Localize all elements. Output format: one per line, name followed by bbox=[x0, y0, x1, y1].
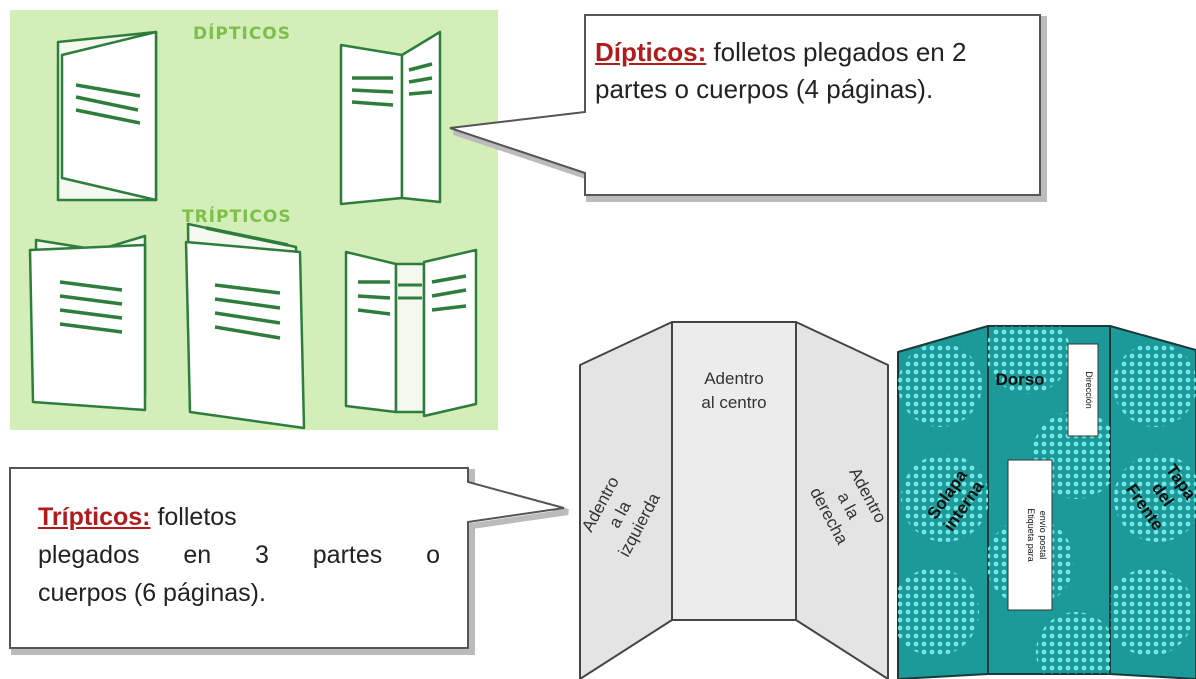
tripticos-line-3: cuerpos (6 páginas). bbox=[38, 579, 266, 607]
tripticos-heading: TRÍPTICOS bbox=[182, 207, 292, 227]
tripticos-description: Trípticos: folletos plegados en 3 partes… bbox=[38, 498, 440, 612]
tripticos-term: Trípticos: bbox=[38, 503, 151, 531]
postal-label-line-1: Etiqueta para bbox=[1026, 508, 1036, 562]
diptico-icon-left bbox=[56, 30, 158, 202]
diptico-icon-right bbox=[339, 30, 442, 206]
outside-center-label: Dorso bbox=[995, 370, 1044, 389]
tripticos-line-1: Trípticos: folletos bbox=[38, 498, 440, 536]
inside-center-label: Adentro al centro bbox=[701, 369, 766, 412]
inside-center-panel bbox=[671, 321, 797, 621]
postal-label-box: Etiqueta para envío postal bbox=[1007, 459, 1053, 611]
dipticos-heading: DÍPTICOS bbox=[193, 24, 291, 44]
triptico-icon-right bbox=[344, 248, 478, 418]
triptico-icon-center bbox=[184, 222, 306, 430]
inside-center-line-1: Adentro bbox=[704, 369, 764, 388]
dipticos-description: Dípticos: folletos plegados en 2 partes … bbox=[595, 34, 1025, 108]
triptych-inside bbox=[579, 321, 889, 679]
triptico-icon-left bbox=[28, 234, 147, 412]
dipticos-definition: folletos plegados en 2 partes o cuerpos … bbox=[595, 37, 967, 104]
inside-right-panel bbox=[795, 321, 889, 679]
tripticos-line-2: plegados en 3 partes o bbox=[38, 541, 440, 569]
dipticos-term: Dípticos: bbox=[595, 37, 707, 67]
inside-center-line-2: al centro bbox=[701, 393, 766, 412]
outside-pattern bbox=[898, 326, 1196, 674]
dipticos-callout bbox=[449, 14, 1047, 202]
postal-label-line-2: envío postal bbox=[1038, 511, 1048, 560]
address-label: Dirección bbox=[1084, 371, 1094, 409]
address-box: Dirección bbox=[1067, 343, 1099, 437]
tripticos-callout bbox=[9, 467, 569, 655]
tripticos-line-1-text: folletos bbox=[150, 503, 237, 531]
